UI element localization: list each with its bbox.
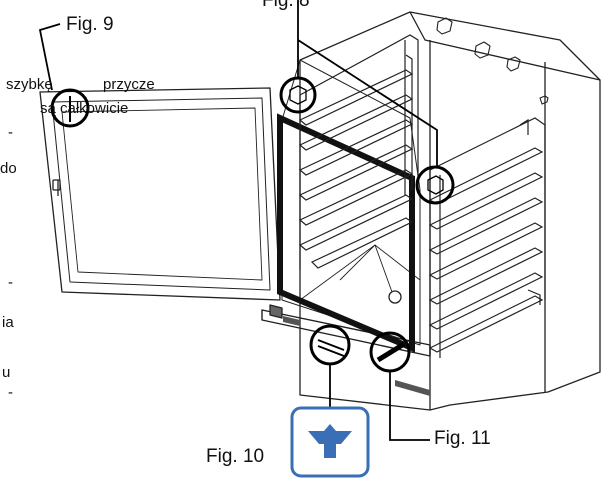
fig11-label: Fig. 11 [434, 428, 491, 449]
leader-fig8 [297, 0, 438, 167]
callout-circle-fig8-left [279, 76, 317, 114]
top-knobs [436, 17, 549, 105]
fig8-label: Fig. 8 [262, 0, 310, 11]
cabinet-outline [299, 11, 601, 411]
callout-circle-fig9 [50, 88, 90, 128]
text-line1-a: szybkę [6, 76, 53, 93]
fig9-label: Fig. 9 [66, 14, 114, 35]
callout-circle-fig8-right [415, 165, 455, 205]
text-line2: są całkowicie [40, 100, 129, 117]
text-line1-b: przycze [103, 76, 155, 93]
fig10-label: Fig. 10 [206, 446, 265, 467]
text-u: u [2, 364, 11, 381]
text-do: do [0, 160, 17, 177]
text-ia: ia [2, 314, 14, 331]
leader-fig11 [389, 371, 430, 441]
door-gasket [277, 113, 415, 353]
drain-icon [290, 406, 370, 478]
leader-fig9 [38, 23, 61, 91]
cabinet-top-edge [409, 11, 601, 81]
chamber-inner [281, 59, 421, 346]
leader-lines [38, 0, 438, 441]
text-dash2: - [8, 274, 13, 291]
oven-door [39, 87, 281, 301]
right-tray-rack [428, 117, 546, 358]
text-dash1: - [8, 124, 13, 141]
base-vents [283, 316, 430, 396]
text-dash3: - [8, 384, 13, 401]
